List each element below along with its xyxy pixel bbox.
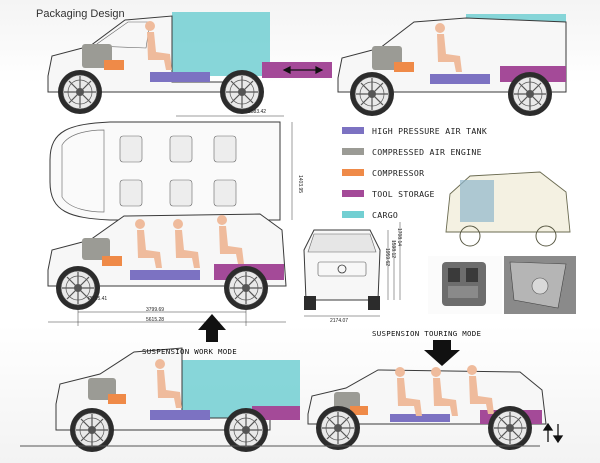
page-title: Packaging Design	[36, 8, 125, 20]
tool-storage-drawer	[252, 406, 300, 420]
legend-label: COMPRESSED AIR ENGINE	[372, 146, 482, 157]
cargo-swatch	[342, 211, 364, 218]
high-pressure-air-tank-swatch	[342, 127, 364, 134]
legend-label: TOOL STORAGE	[372, 188, 435, 199]
cargo-volume	[172, 12, 270, 76]
slide-arrow-icon	[282, 66, 324, 74]
van-touring-mode-view	[307, 365, 547, 451]
legend-item: TOOL STORAGE	[342, 183, 542, 204]
compressor-block	[102, 256, 122, 266]
air-tank-block	[390, 414, 450, 422]
arrow-down-icon	[424, 340, 460, 366]
compressed-air-engine-swatch	[342, 148, 364, 155]
legend-item: CARGO	[342, 204, 542, 225]
dim-overall-length: 5615.28	[146, 317, 164, 323]
van-top-view: 2583.42 1403.95	[49, 109, 303, 221]
dim-top-length: 2583.42	[248, 109, 266, 115]
arrow-up-icon	[198, 314, 226, 342]
legend-label: CARGO	[372, 209, 399, 220]
legend-label: HIGH PRESSURE AIR TANK	[372, 125, 488, 136]
legend-item: HIGH PRESSURE AIR TANK	[342, 120, 542, 141]
air-tank-block	[130, 270, 200, 280]
engine-block	[82, 238, 110, 260]
van-side-view-dimensioned: Ø765.41 3799.69 5615.28	[47, 213, 287, 326]
concept-sketch	[445, 171, 571, 247]
compressor-swatch	[342, 169, 364, 176]
compressor-block	[350, 406, 368, 415]
dim-front-height-3: 1708.14	[396, 228, 402, 246]
air-tank-block	[150, 72, 210, 82]
legend-item: COMPRESSOR	[342, 162, 542, 183]
dim-front-height-1: 1959.62	[384, 248, 390, 266]
legend: HIGH PRESSURE AIR TANK COMPRESSED AIR ENG…	[342, 120, 542, 225]
legend-label: COMPRESSOR	[372, 167, 425, 178]
van-work-mode-view	[55, 347, 300, 453]
legend-item: COMPRESSED AIR ENGINE	[342, 141, 542, 162]
compressed-air-engine-photo	[428, 256, 502, 314]
van-side-view-cargo-extended	[47, 12, 332, 115]
suspension-work-mode-label: SUSPENSION WORK MODE	[142, 347, 237, 356]
tool-storage-swatch	[342, 190, 364, 197]
dim-wheel-diameter: Ø765.41	[88, 296, 107, 302]
compressor-block	[394, 62, 414, 72]
air-tank-block	[430, 74, 490, 84]
dim-top-width: 1403.95	[297, 175, 303, 193]
van-front-view: 1959.62 1598.12 1708.14 2174.07	[303, 222, 402, 324]
fuel-filler-photo	[504, 256, 576, 314]
suspension-touring-mode-label: SUSPENSION TOURING MODE	[372, 329, 482, 338]
compressor-block	[104, 60, 124, 70]
dim-front-width: 2174.07	[330, 318, 348, 324]
air-tank-block	[150, 410, 210, 420]
van-side-view-cargo-stowed	[337, 14, 567, 117]
compressor-block	[108, 394, 126, 404]
up-down-arrows-icon	[542, 422, 564, 444]
dim-front-height-2: 1598.12	[390, 240, 396, 258]
dim-wheelbase: 3799.69	[146, 307, 164, 313]
